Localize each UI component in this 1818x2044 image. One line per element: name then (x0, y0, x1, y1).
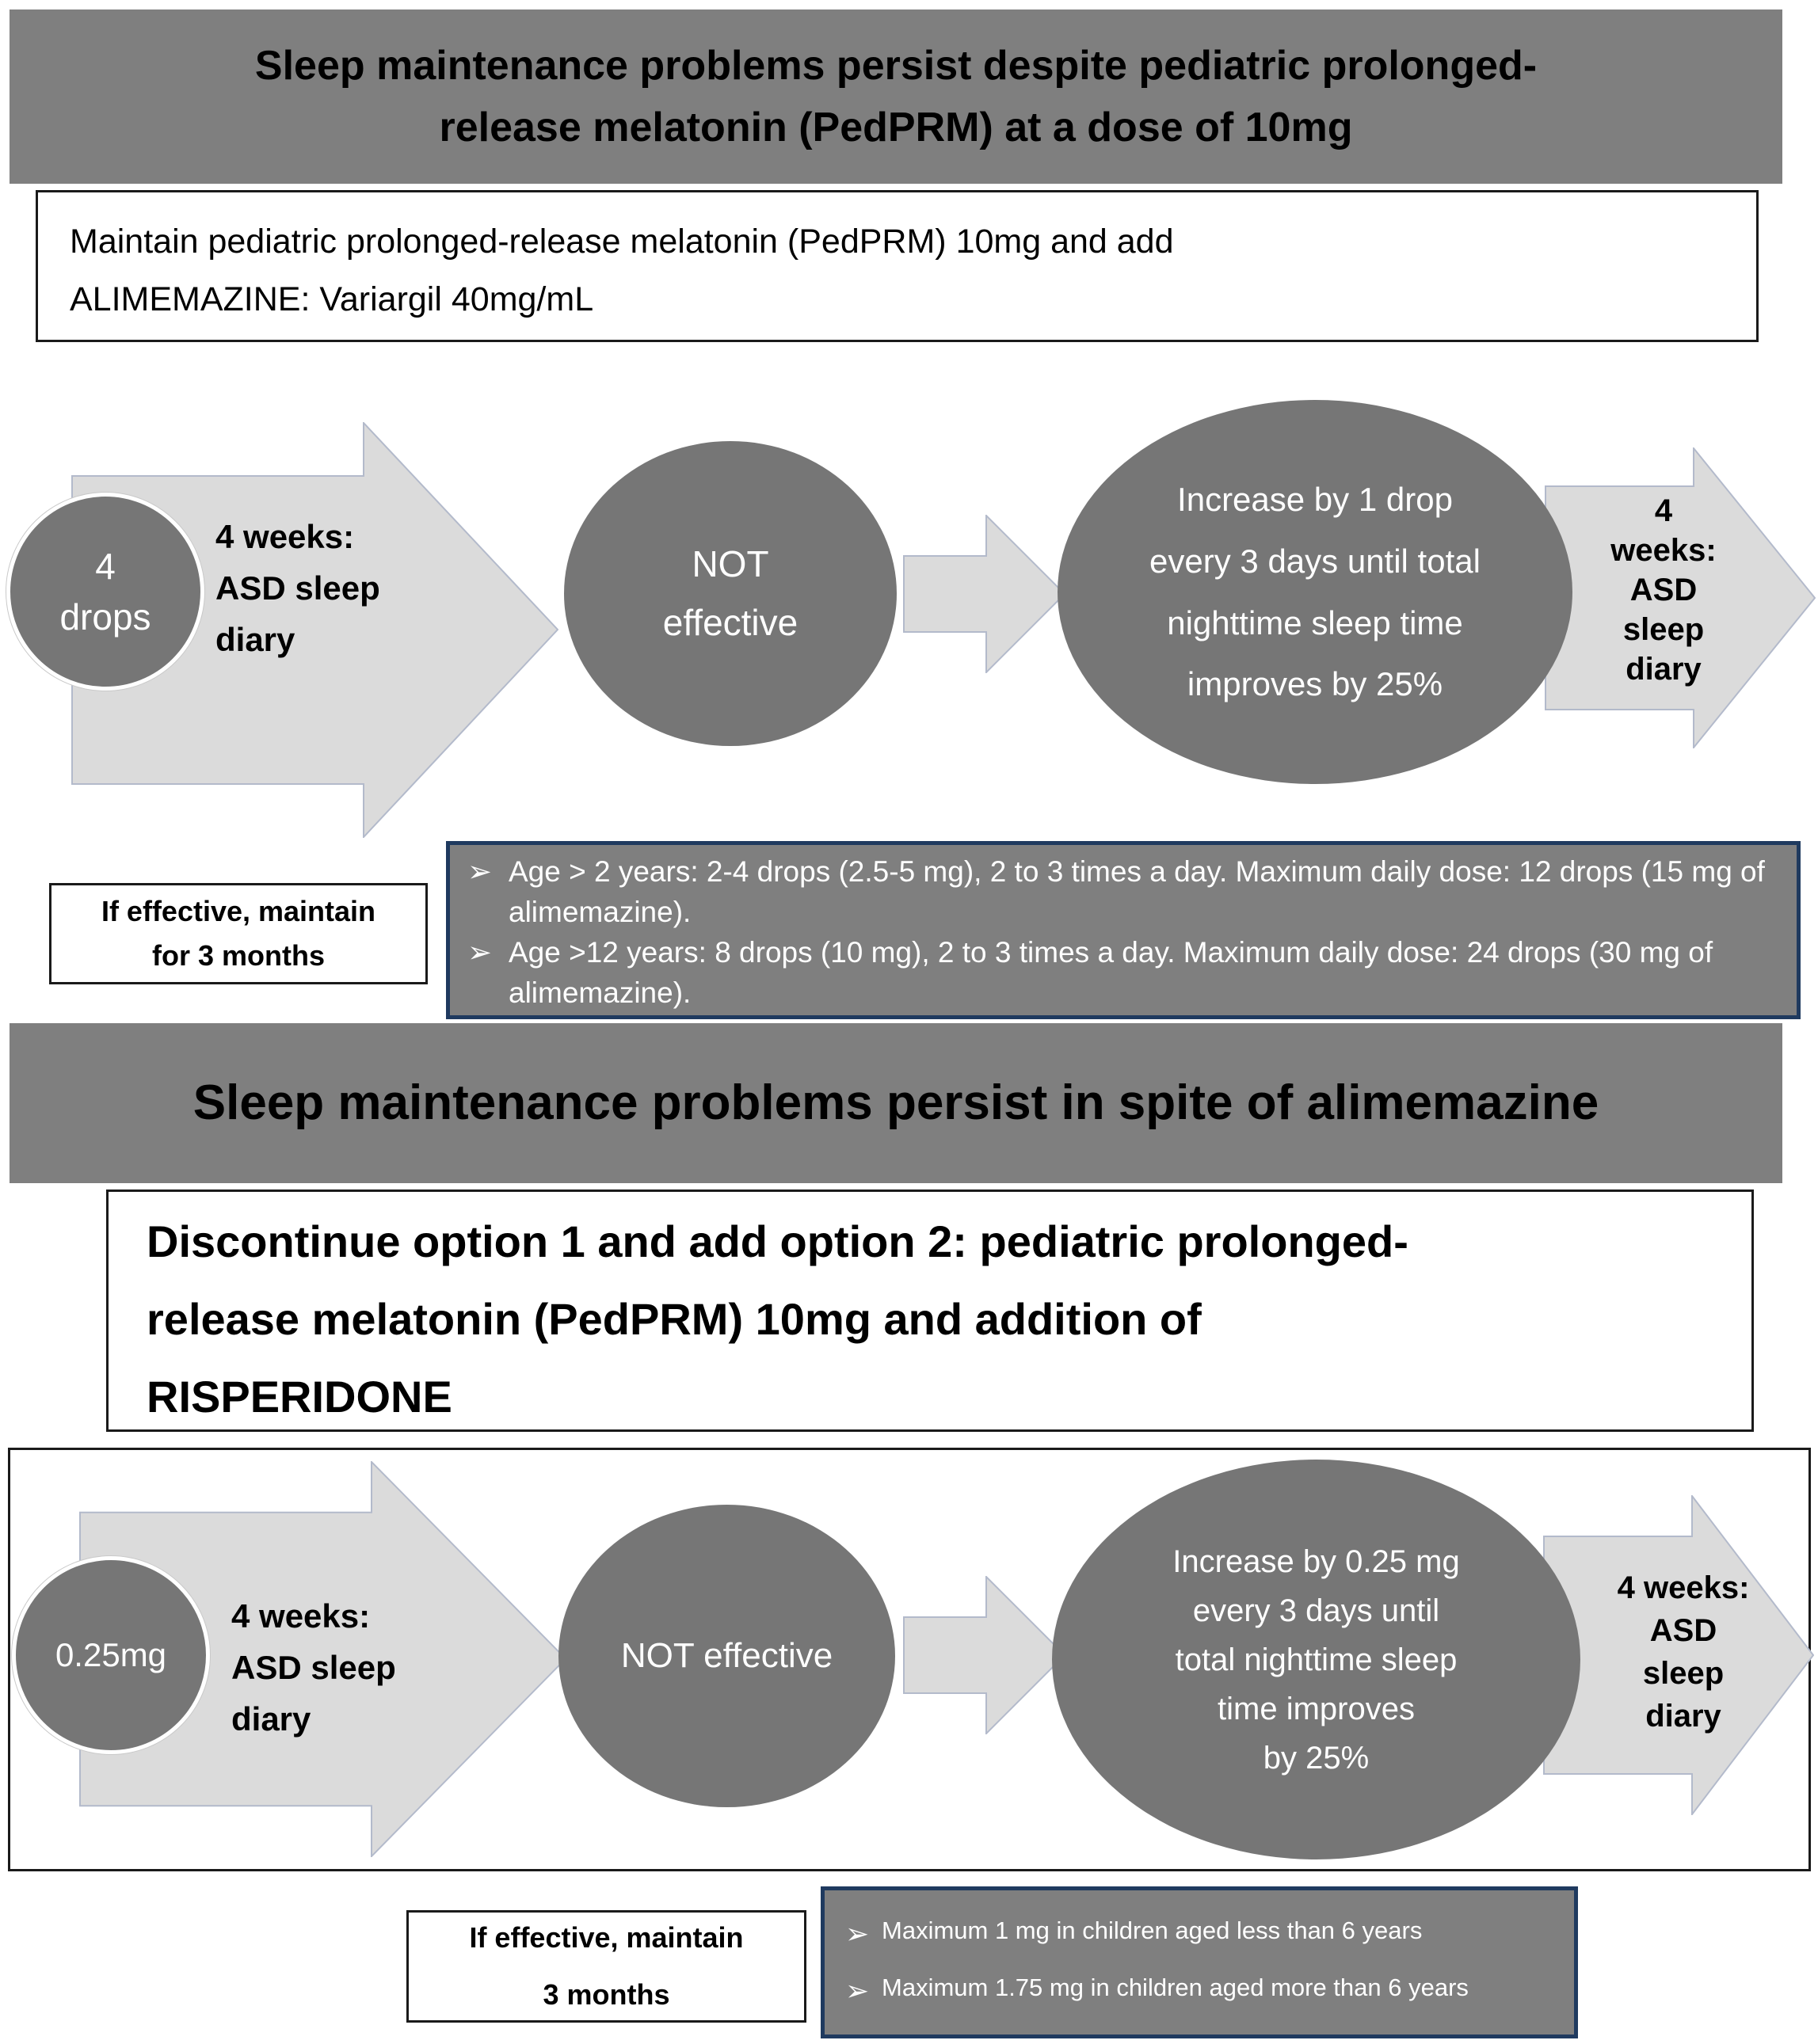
bullet-arrow-icon: ➢ (845, 1917, 870, 1950)
not-effective-ellipse-2: NOT effective (558, 1505, 895, 1807)
titration-ellipse-1: Increase by 1 drop every 3 days until to… (1058, 400, 1572, 784)
note-text: Maximum 1 mg in children aged less than … (882, 1916, 1423, 1944)
titration-ellipse-2: Increase by 0.25 mg every 3 days until t… (1052, 1460, 1580, 1859)
monitor-arrow-2-label: 4 weeks: ASD sleep diary (1610, 493, 1717, 687)
block-arrow-right-icon (71, 422, 558, 838)
not-effective-ellipse-2-text: NOT effective (620, 1636, 833, 1675)
small-arrow-right-icon (903, 1576, 1065, 1734)
monitor-arrow-4-label: 4 weeks: ASD sleep diary (1617, 1570, 1750, 1734)
bullet-arrow-icon: ➢ (467, 936, 493, 969)
block-arrow-right-icon (1545, 447, 1816, 748)
maintain-box-2: If effective, maintain 3 months (406, 1910, 806, 2023)
monitor-arrow-1-label: 4 weeks: ASD sleep diary (215, 518, 380, 659)
start-dose-circle-1-text: 4 drops (59, 545, 151, 638)
monitor-arrow-3-label: 4 weeks: ASD sleep diary (231, 1597, 396, 1738)
bullet-arrow-icon: ➢ (467, 855, 493, 888)
note-text: Maximum 1.75 mg in children aged more th… (882, 1974, 1469, 2001)
note-text: Age >12 years: 8 drops (10 mg), 2 to 3 t… (509, 936, 1713, 1010)
bullet-arrow-icon: ➢ (845, 1974, 870, 2007)
instruction-box-1-text: Maintain pediatric prolonged-release mel… (70, 223, 1174, 319)
note-item: ➢ Age > 2 years: 2-4 drops (2.5-5 mg), 2… (467, 851, 1779, 932)
banner-problem-2: Sleep maintenance problems persist in sp… (10, 1023, 1782, 1183)
banner-problem-1-text: Sleep maintenance problems persist despi… (254, 43, 1538, 150)
instruction-box-2-text: Discontinue option 1 and add option 2: p… (147, 1216, 1408, 1422)
dosing-notes-box-1: ➢ Age > 2 years: 2-4 drops (2.5-5 mg), 2… (446, 841, 1801, 1019)
banner-problem-2-text: Sleep maintenance problems persist in sp… (192, 1075, 1599, 1130)
note-text: Age > 2 years: 2-4 drops (2.5-5 mg), 2 t… (509, 855, 1765, 929)
note-item: ➢ Maximum 1 mg in children aged less tha… (845, 1913, 1553, 1955)
not-effective-ellipse-1: NOT effective (564, 441, 897, 746)
maintain-box-1: If effective, maintain for 3 months (49, 883, 428, 984)
dosing-notes-box-2: ➢ Maximum 1 mg in children aged less tha… (821, 1886, 1578, 2038)
block-arrow-right-icon (1543, 1495, 1814, 1815)
note-item: ➢ Age >12 years: 8 drops (10 mg), 2 to 3… (467, 932, 1779, 1013)
not-effective-ellipse-1-text: NOT effective (662, 542, 798, 643)
titration-ellipse-2-text: Increase by 0.25 mg every 3 days until t… (1172, 1543, 1460, 1776)
instruction-box-1: Maintain pediatric prolonged-release mel… (36, 190, 1759, 342)
start-dose-circle-1: 4 drops (6, 493, 204, 691)
note-item: ➢ Maximum 1.75 mg in children aged more … (845, 1970, 1553, 2012)
start-dose-circle-2: 0.25mg (12, 1556, 210, 1754)
small-arrow-right-icon (903, 515, 1065, 673)
instruction-box-2: Discontinue option 1 and add option 2: p… (106, 1189, 1754, 1432)
titration-ellipse-1-text: Increase by 1 drop every 3 days until to… (1149, 481, 1481, 703)
start-dose-circle-2-text: 0.25mg (55, 1636, 167, 1673)
block-arrow-right-icon (79, 1461, 566, 1857)
banner-problem-1: Sleep maintenance problems persist despi… (10, 10, 1782, 184)
